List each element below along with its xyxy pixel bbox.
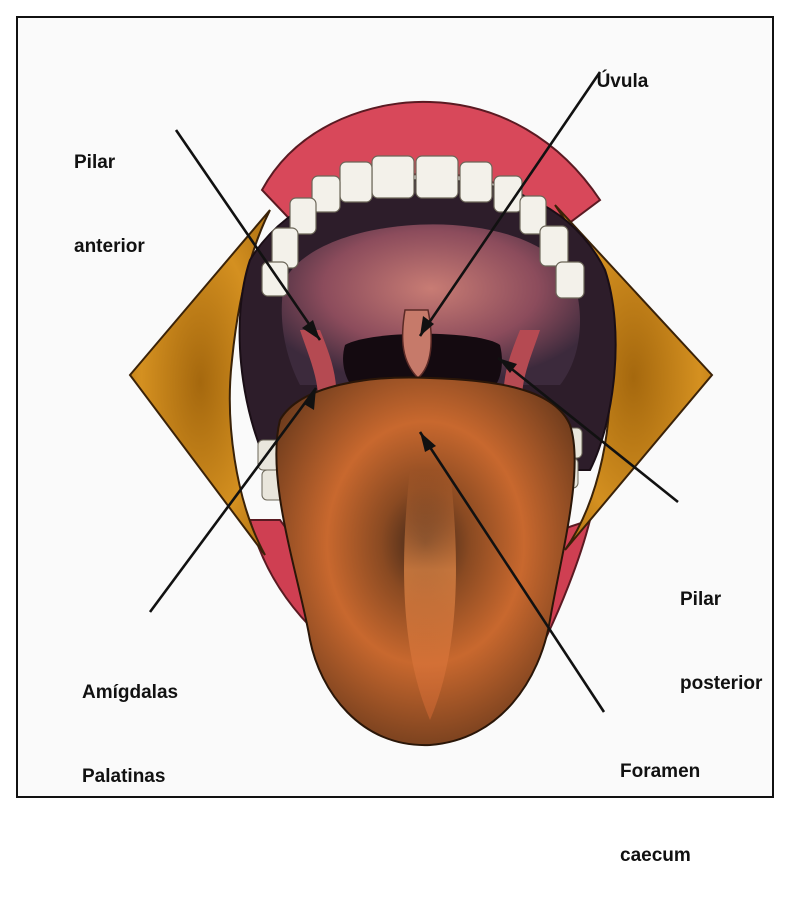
- label-foramen-line2: caecum: [620, 842, 700, 870]
- label-amigdalas-line2: Palatinas: [82, 763, 178, 791]
- label-pilar-posterior: Pilar posterior: [680, 530, 762, 726]
- label-amigdalas-line1: Amígdalas: [82, 679, 178, 707]
- label-pilar-anterior: Pilar anterior: [74, 93, 145, 289]
- label-uvula-text: Úvula: [597, 71, 649, 92]
- label-uvula: Úvula: [586, 40, 648, 96]
- label-foramen: Foramen caecum: [620, 702, 700, 898]
- label-foramen-line1: Foramen: [620, 758, 700, 786]
- label-pilar-anterior-line1: Pilar: [74, 149, 145, 177]
- label-amigdalas: Amígdalas Palatinas: [82, 623, 178, 819]
- label-pilar-anterior-line2: anterior: [74, 233, 145, 261]
- label-pilar-posterior-line2: posterior: [680, 670, 762, 698]
- label-pilar-posterior-line1: Pilar: [680, 586, 762, 614]
